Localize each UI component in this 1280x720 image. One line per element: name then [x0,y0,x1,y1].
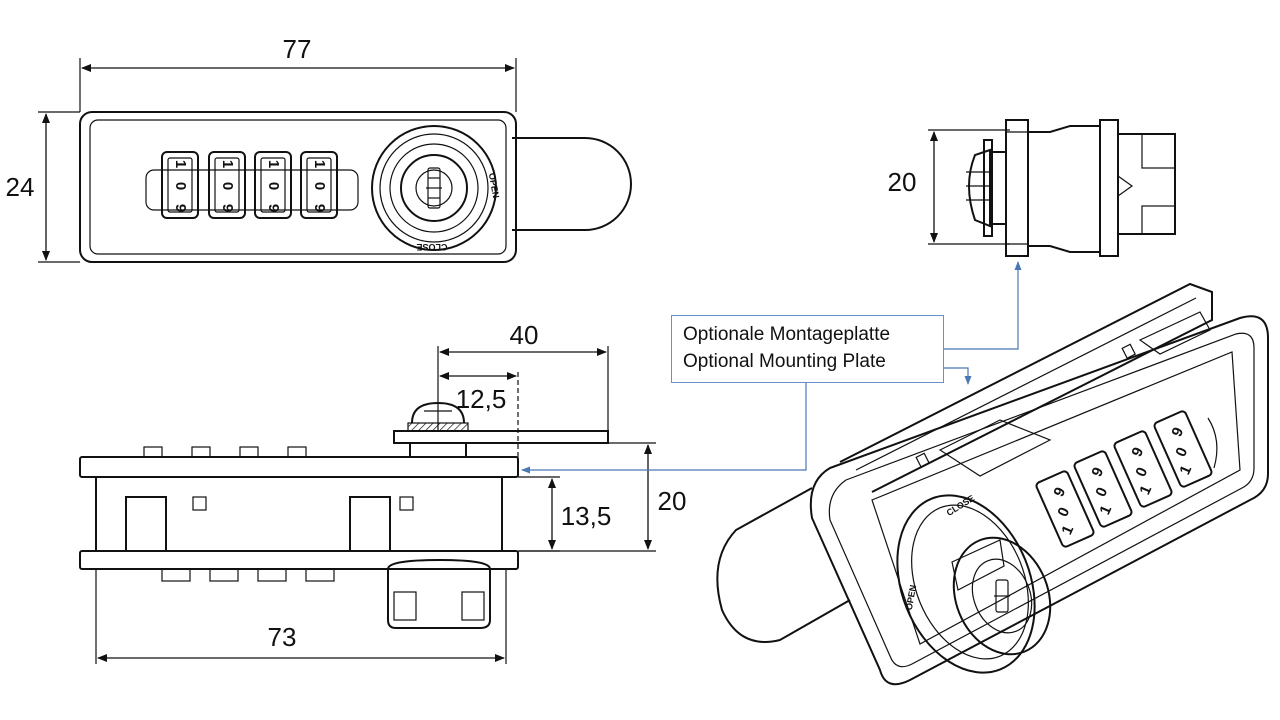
knob-close-label: CLOSE [416,242,447,252]
dial-digit: 9 [172,204,189,212]
dial-wheel-1 [161,151,199,219]
dim-plate-offset: 20 [658,486,687,516]
dial-wheel-2 [208,151,246,219]
dim-front-height: 24 [6,172,35,202]
dial-digit: 9 [219,204,236,212]
dial-digit: 0 [219,182,236,190]
dial-digit: 1 [172,160,189,168]
dial-digit: 1 [1096,503,1115,518]
dial-digit: 1 [1058,523,1077,538]
dim-screw-offset: 12,5 [456,384,507,414]
dial-digit: 9 [1088,465,1107,480]
dial-digit: 0 [311,182,328,190]
dial-wheels: 1 0 9 1 0 9 1 0 9 1 0 9 [161,151,338,219]
dial-digit: 9 [1050,485,1069,500]
dial-wheel-3 [254,151,292,219]
dial-digit: 9 [1128,445,1147,460]
dim-body-width: 73 [268,622,297,652]
knob-open-label: OPEN [487,172,501,199]
callout-line-english: Optional Mounting Plate [683,351,886,372]
mounting-plate-callout: Optionale Montageplatte Optional Mountin… [671,315,944,383]
dial-digit: 0 [1132,465,1151,480]
dial-digit: 1 [1136,483,1155,498]
knob-front: OPEN CLOSE [371,125,501,252]
dial-digit: 1 [265,160,282,168]
dial-digit: 9 [1168,425,1187,440]
dial-digit: 1 [219,160,236,168]
knob-open-label-3d: OPEN [904,584,918,611]
callout-line-german: Optionale Montageplatte [683,324,891,345]
dim-front-width: 77 [283,34,312,64]
dial-wheel-4 [300,151,338,219]
dial-digit: 1 [311,160,328,168]
dial-digit: 9 [265,204,282,212]
side-view: 20 [888,119,1176,257]
dial-digit: 0 [1092,485,1111,500]
dial-digit: 0 [265,182,282,190]
dim-plate-width: 40 [510,320,539,350]
callout-leaders [521,261,1022,474]
dim-body-depth: 13,5 [561,501,612,531]
dial-digit: 9 [311,204,328,212]
dial-digit: 0 [1172,445,1191,460]
dial-digit: 0 [172,182,189,190]
dim-side-height: 20 [888,167,917,197]
dial-digit: 1 [1176,463,1195,478]
bottom-view: 40 12,5 13,5 20 73 [79,320,687,664]
dial-digit: 0 [1054,505,1073,520]
front-view: 1 0 9 1 0 9 1 0 9 1 0 9 OPEN CLOSE [6,34,632,263]
